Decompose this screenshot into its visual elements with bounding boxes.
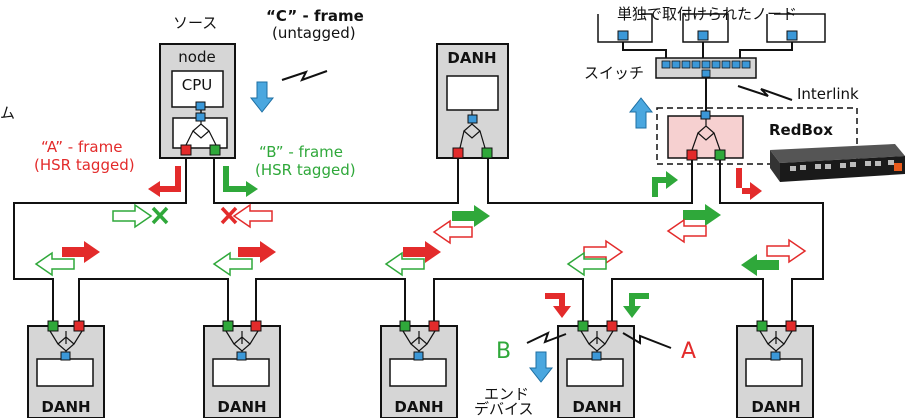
frame-a-label-line2: (HSR tagged) [34, 156, 135, 174]
port-a [180, 144, 192, 156]
source-node: node CPU [159, 43, 236, 159]
green-hollow-arrow-blocked [112, 204, 152, 228]
danh-node-bottom-1: DANH [27, 320, 105, 418]
port-b [209, 144, 221, 156]
frame-b-label-line2: (HSR tagged) [255, 161, 356, 179]
redbox-device-image [770, 144, 905, 182]
red-hollow-arrow [433, 220, 473, 244]
redbox-red-bent-arrow [736, 168, 762, 200]
frame-b-label-line1: “B” - frame [259, 143, 343, 161]
red-hollow-arrow [766, 239, 806, 263]
danh-node-bottom-5: DANH [736, 320, 814, 418]
end-device-down-arrow [529, 351, 553, 383]
frame-c-label-line2: (untagged) [272, 24, 356, 42]
link-mark-a [622, 332, 672, 349]
danh-label: DANH [217, 398, 266, 416]
redbox-green-bent-arrow [652, 171, 678, 197]
frame-c-label-line1: “C” - frame [266, 7, 364, 25]
danh-node-bottom-2: DANH [203, 320, 281, 418]
switch: スイッチ [584, 57, 757, 82]
left-edge-char: ム [0, 104, 15, 122]
blocked-mark-red [220, 206, 238, 225]
link-mark-frame-c [281, 70, 328, 82]
switch-label: スイッチ [584, 64, 644, 82]
danh-label: DANH [572, 398, 621, 416]
switch-up-arrow [629, 97, 653, 129]
end-green-bent-arrow [623, 293, 649, 318]
frame-a-inject-arrow [148, 166, 181, 197]
danh-label: DANH [447, 49, 496, 67]
frame-a-label-line1: “A” - frame [41, 138, 122, 156]
end-device-label-line2: デバイス [474, 400, 534, 418]
redbox: RedBox [656, 107, 905, 182]
interlink-mark [737, 85, 793, 101]
cpu-label: CPU [182, 76, 213, 94]
source-label: ソース [173, 14, 217, 32]
end-red-bent-arrow [545, 293, 571, 318]
singly-attached-nodes: 単独で取付けられたノード [597, 5, 826, 43]
danh-node-bottom-4: DANH [557, 320, 635, 418]
interlink-label: Interlink [797, 85, 859, 103]
end-device-label-line1: エンド [484, 385, 529, 403]
danh-label: DANH [394, 398, 443, 416]
danh-node-top: DANH [436, 43, 509, 159]
a-marker: A [681, 339, 696, 364]
danh-node-bottom-3: DANH [380, 320, 458, 418]
ring-cabling [13, 42, 824, 326]
b-marker: B [496, 339, 511, 364]
green-filled-arrow [741, 254, 779, 276]
blocked-mark-green [151, 206, 169, 225]
singly-attached-label: 単独で取付けられたノード [617, 5, 797, 23]
green-filled-arrow [683, 204, 721, 226]
frame-b-inject-arrow [223, 166, 258, 197]
frame-c-down-arrow [250, 81, 274, 113]
link-mark-b [526, 331, 567, 344]
red-hollow-arrow-blocked [233, 204, 273, 228]
danh-label: DANH [751, 398, 800, 416]
red-hollow-arrow [667, 219, 707, 243]
danh-label: DANH [41, 398, 90, 416]
redbox-label: RedBox [769, 121, 833, 139]
green-filled-arrow [452, 205, 490, 227]
node-label: node [178, 48, 215, 66]
